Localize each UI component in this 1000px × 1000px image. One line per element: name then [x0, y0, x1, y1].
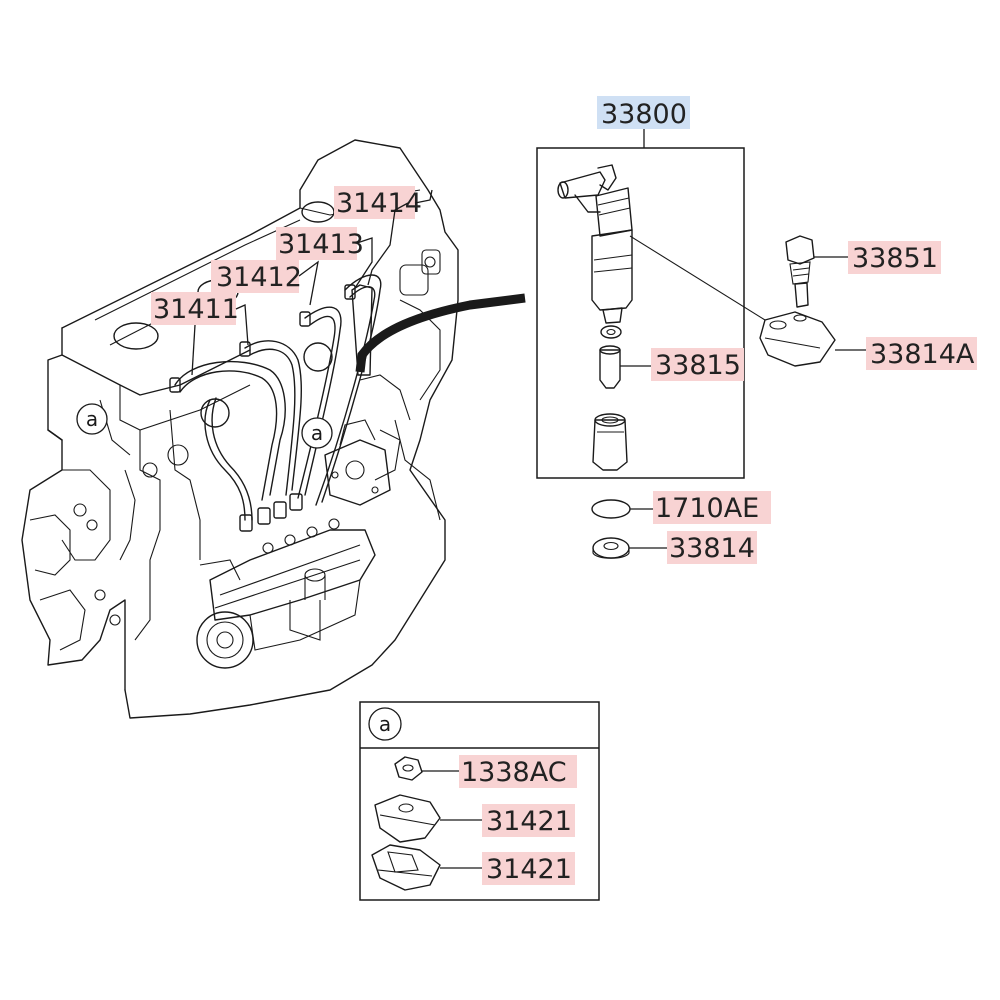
callout-33815[interactable]: 33815	[651, 348, 744, 381]
clip-31421-upper	[374, 794, 441, 843]
callout-33851[interactable]: 33851	[848, 241, 941, 274]
svg-text:31411: 31411	[153, 294, 239, 325]
callout-31421-lower[interactable]: 31421	[482, 852, 575, 885]
engine-marker-a-left: a	[76, 403, 108, 435]
svg-text:a: a	[379, 712, 391, 736]
svg-text:31421: 31421	[486, 806, 572, 837]
nut-1338AC	[394, 756, 423, 781]
svg-text:31414: 31414	[336, 188, 422, 219]
svg-text:a: a	[311, 421, 323, 445]
svg-text:33851: 33851	[852, 243, 938, 274]
bolt-33851	[785, 235, 815, 308]
detail-marker-a: a	[368, 707, 402, 741]
callout-31414[interactable]: 31414	[334, 186, 422, 219]
clip-31421-lower	[371, 844, 441, 891]
svg-text:31421: 31421	[486, 854, 572, 885]
assembly-label-33800[interactable]: 33800	[597, 96, 690, 130]
gasket-33814	[592, 537, 630, 559]
callout-31421-upper[interactable]: 31421	[482, 804, 575, 837]
svg-text:31412: 31412	[216, 262, 302, 293]
engine-block-illustration	[21, 139, 526, 719]
engine-marker-a-right: a	[301, 417, 333, 449]
callout-31413[interactable]: 31413	[276, 227, 364, 260]
clamp-33814A	[759, 311, 836, 367]
svg-text:33814A: 33814A	[870, 339, 975, 370]
svg-text:33815: 33815	[655, 350, 741, 381]
svg-text:31413: 31413	[278, 229, 364, 260]
svg-text:33814: 33814	[669, 533, 755, 564]
svg-text:33800: 33800	[601, 99, 687, 130]
callout-31411[interactable]: 31411	[151, 292, 239, 325]
svg-text:1338AC: 1338AC	[461, 757, 567, 788]
svg-text:a: a	[86, 407, 98, 431]
oring-1710AE	[591, 499, 631, 519]
callout-33814A[interactable]: 33814A	[866, 337, 977, 370]
callout-1710AE[interactable]: 1710AE	[653, 491, 771, 524]
callout-1338AC[interactable]: 1338AC	[459, 755, 577, 788]
callout-31412[interactable]: 31412	[211, 260, 302, 293]
callout-33814[interactable]: 33814	[667, 531, 757, 564]
injector-detail-box	[536, 147, 766, 479]
detail-a-box	[359, 701, 600, 901]
svg-text:1710AE: 1710AE	[655, 493, 759, 524]
